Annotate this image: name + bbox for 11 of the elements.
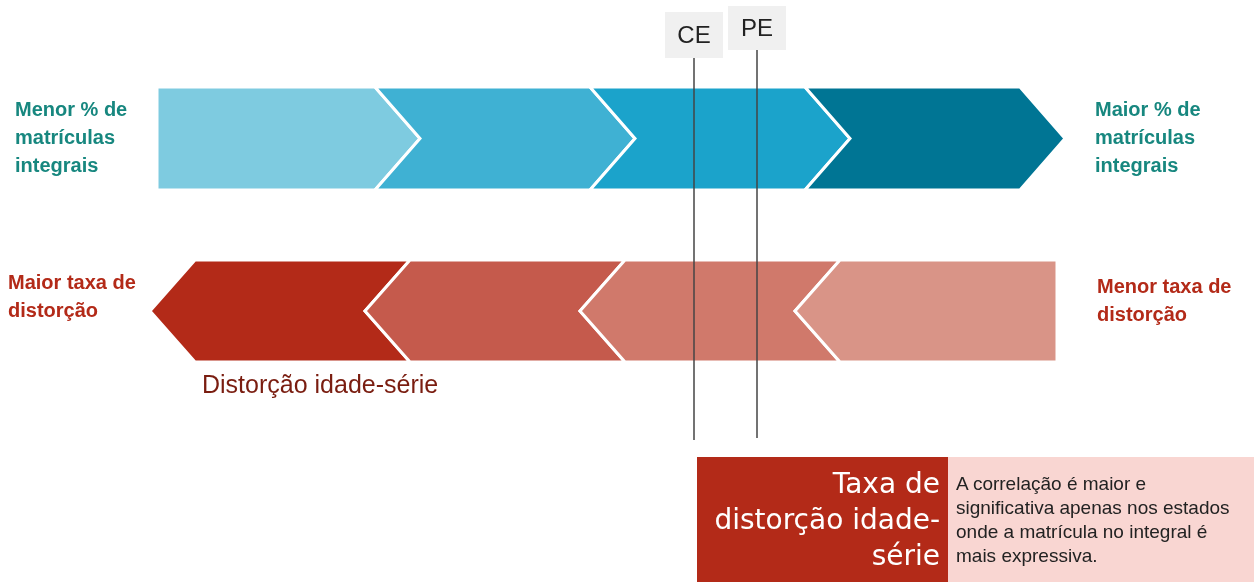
leader-line <box>693 57 695 441</box>
band-caption: Distorção idade-série <box>202 370 440 399</box>
state-tag: CE <box>665 12 723 58</box>
note-panel: A correlação é maior e significativa apenas nos estados onde a matrícula no integral é mais expressiva. <box>948 457 1254 582</box>
state-tag: PE <box>728 6 786 50</box>
leader-line <box>756 49 758 439</box>
scale-end-label: Menor taxa de distorção <box>1097 274 1233 327</box>
scale-end-label: Menor % de matrículas integrais <box>15 97 129 178</box>
title-panel: Taxa de distorção idade-série <box>697 457 948 582</box>
scale-end-label: Maior % de matrículas integrais <box>1095 97 1202 178</box>
scale-end-label: Maior taxa de distorção <box>8 270 137 323</box>
